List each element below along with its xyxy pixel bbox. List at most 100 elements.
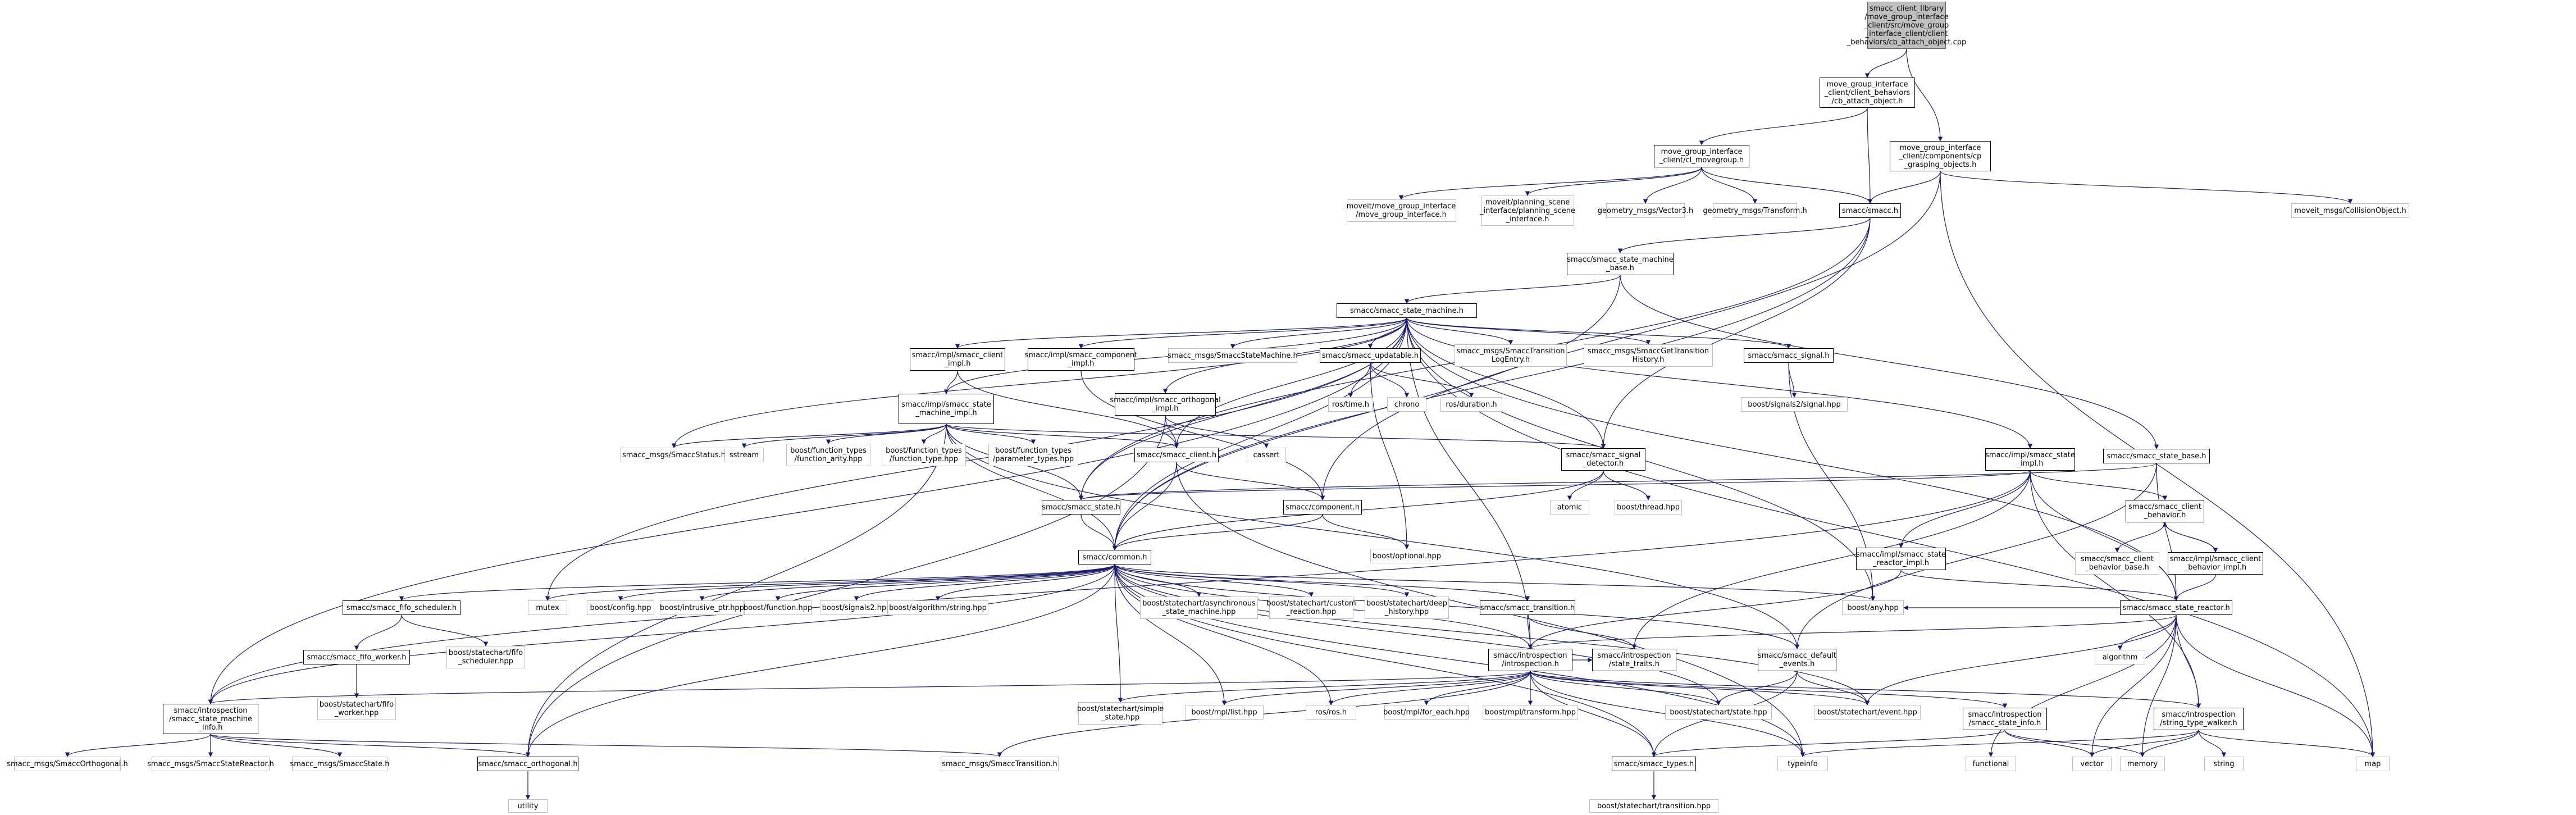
edge-smbase-to-common xyxy=(1112,275,1621,550)
node-reactorimpl[interactable]: smacc/impl/smacc_state _reactor_impl.h xyxy=(1856,548,1946,570)
node-utility: utility xyxy=(508,799,548,813)
edge-smintro-to-ortho xyxy=(210,734,530,757)
edge-orthoimpl-to-cassert xyxy=(1165,415,1269,448)
node-walker[interactable]: smacc/introspection /string_type_walker.… xyxy=(2154,708,2244,730)
node-defevents[interactable]: smacc/smacc_default _events.h xyxy=(1758,649,1836,671)
edge-smimpl-to-ortho xyxy=(525,424,947,757)
node-orthoimpl[interactable]: smacc/impl/smacc_orthogonal _impl.h xyxy=(1110,393,1221,416)
node-sm[interactable]: smacc/smacc_state_machine.h xyxy=(1337,303,1477,318)
node-sttraits[interactable]: smacc/introspection /state_traits.h xyxy=(1592,649,1676,671)
edge-fifosched-to-fifoworker xyxy=(354,614,402,650)
node-bsig2sig: boost/signals2/signal.hpp xyxy=(1741,397,1848,412)
edge-clmove-to-tf xyxy=(1701,167,1758,204)
edge-intro-to-rosh xyxy=(1328,671,1531,705)
edge-root-to-cbattach xyxy=(1864,48,1907,78)
edge-reactor-to-algorithm xyxy=(2117,614,2177,650)
node-bstate: boost/statechart/state.hpp xyxy=(1665,705,1772,720)
node-smimpl[interactable]: smacc/impl/smacc_state _machine_impl.h xyxy=(899,394,994,424)
node-smbase[interactable]: smacc/smacc_state_machine _base.h xyxy=(1567,253,1674,275)
edge-clmove-to-mgi xyxy=(1398,167,1702,200)
edge-intro-to-types xyxy=(1530,671,1657,757)
edge-clmove-to-psi xyxy=(1525,167,1702,196)
edge-cbattach-to-smacch xyxy=(1867,107,1873,204)
edge-intro-to-transmsg xyxy=(997,671,1531,757)
edge-reactor-to-walker xyxy=(2176,614,2201,708)
edge-common-to-bevent xyxy=(1114,564,1870,705)
node-common[interactable]: smacc/common.h xyxy=(1078,550,1151,564)
edge-cpgrasp-to-collobj xyxy=(1940,171,2353,204)
edge-common-to-bfunc xyxy=(775,564,1115,601)
node-bevent: boost/statechart/event.hpp xyxy=(1814,705,1921,720)
node-bforeach: boost/mpl/for_each.hpp xyxy=(1383,705,1470,720)
node-smintro[interactable]: smacc/introspection /smacc_state_machine… xyxy=(163,704,258,734)
edge-common-to-blist xyxy=(1114,564,1227,705)
node-clmove[interactable]: move_group_interface _client/cl_movegrou… xyxy=(1654,145,1749,167)
node-clbehimpl[interactable]: smacc/impl/smacc_client _behavior_impl.h xyxy=(2168,552,2263,575)
edge-smimpl-to-client xyxy=(946,424,1179,448)
node-functional: functional xyxy=(1966,757,2016,771)
edge-sm-to-gettrans xyxy=(1406,317,1651,345)
node-bfifoworker: boost/statechart/fifo _worker.hpp xyxy=(317,698,396,720)
node-transition[interactable]: smacc/smacc_transition.h xyxy=(1480,600,1575,615)
node-cbattach[interactable]: move_group_interface _client/client_beha… xyxy=(1820,78,1915,108)
node-smacch[interactable]: smacc/smacc.h xyxy=(1839,203,1901,218)
node-atomic: atomic xyxy=(1550,500,1589,515)
node-bthread: boost/thread.hpp xyxy=(1615,500,1682,515)
edge-stateimpl-to-walker xyxy=(2030,470,2201,708)
edge-orthoimpl-to-ortho xyxy=(525,415,1166,757)
edge-defevents-to-bevent xyxy=(1797,671,1870,705)
node-tf: geometry_msgs/Transform.h xyxy=(1703,203,1807,218)
node-updatable[interactable]: smacc/smacc_updatable.h xyxy=(1320,348,1421,363)
node-stinfo[interactable]: smacc/introspection /smacc_state_info.h xyxy=(1963,708,2047,730)
node-transmsg: smacc_msgs/SmaccTransition.h xyxy=(941,757,1059,771)
node-stateimpl[interactable]: smacc/impl/smacc_state _impl.h xyxy=(1985,448,2075,471)
node-blist: boost/mpl/list.hpp xyxy=(1185,705,1264,720)
node-ptypes: boost/function_types /parameter_types.hp… xyxy=(988,444,1078,466)
edge-compimpl-to-component xyxy=(1080,370,1325,500)
node-fifoworker[interactable]: smacc/smacc_fifo_worker.h xyxy=(303,650,410,664)
edge-updatable-to-rostime xyxy=(1348,362,1371,398)
node-rosh: ros/ros.h xyxy=(1306,705,1356,720)
node-signal[interactable]: smacc/smacc_signal.h xyxy=(1744,348,1834,363)
node-sigdet[interactable]: smacc/smacc_signal _detector.h xyxy=(1561,448,1645,471)
node-mutex: mutex xyxy=(528,600,567,615)
edge-stateimpl-to-state xyxy=(1079,470,2031,500)
node-intro[interactable]: smacc/introspection /introspection.h xyxy=(1488,649,1572,671)
node-clientimpl[interactable]: smacc/impl/smacc_client _impl.h xyxy=(910,348,1005,371)
edge-clmove-to-vec3 xyxy=(1643,167,1702,204)
edge-component-to-common xyxy=(1112,514,1323,550)
node-state[interactable]: smacc/smacc_state.h xyxy=(1042,500,1120,515)
node-psi: moveit/planning_scene _interface/plannin… xyxy=(1480,195,1575,226)
node-types[interactable]: smacc/smacc_types.h xyxy=(1612,757,1696,771)
edge-smimpl-to-sigdet xyxy=(946,424,1606,449)
edge-clbeh-to-clbehbase xyxy=(2114,522,2165,553)
edge-walker-to-typeinfo xyxy=(1800,730,2199,757)
node-root[interactable]: smacc_client_library /move_group_interfa… xyxy=(1847,2,1966,49)
node-cpgrasp[interactable]: move_group_interface _client/components/… xyxy=(1890,141,1991,171)
edge-smintro-to-orthomsg xyxy=(65,734,211,757)
node-compimpl[interactable]: smacc/impl/smacc_component _impl.h xyxy=(1025,348,1137,371)
node-fifosched[interactable]: smacc/smacc_fifo_scheduler.h xyxy=(343,600,461,615)
node-btransform: boost/mpl/transform.hpp xyxy=(1483,705,1578,720)
edge-smimpl-to-ptypes xyxy=(946,424,1036,444)
edge-smbase-to-sm xyxy=(1404,275,1621,304)
edge-intro-to-bforeach xyxy=(1424,671,1531,705)
edge-intro-to-bsimple xyxy=(1118,671,1531,703)
node-statebase[interactable]: smacc/smacc_state_base.h xyxy=(2103,449,2210,463)
edge-reactor-to-memory xyxy=(2140,614,2177,757)
edge-sm-to-reactor xyxy=(1406,317,2179,601)
edge-smimpl-to-defevents xyxy=(946,424,1800,649)
node-reactor[interactable]: smacc/smacc_state_reactor.h xyxy=(2120,600,2232,615)
node-clbeh[interactable]: smacc/smacc_client _behavior.h xyxy=(2126,500,2204,522)
node-client[interactable]: smacc/smacc_client.h xyxy=(1134,448,1219,462)
node-ortho[interactable]: smacc/smacc_orthogonal.h xyxy=(477,757,578,771)
edge-orthoimpl-to-client xyxy=(1165,415,1179,448)
edge-common-to-bsimple xyxy=(1114,564,1123,703)
node-vec3: geometry_msgs/Vector3.h xyxy=(1598,203,1693,218)
edge-sm-to-mutex xyxy=(545,317,1407,601)
edge-client-to-component xyxy=(1176,462,1325,500)
edge-stateimpl-to-reactorimpl xyxy=(1898,470,2031,548)
node-component[interactable]: smacc/component.h xyxy=(1283,500,1362,515)
edge-cbattach-to-clmove xyxy=(1699,107,1868,145)
edge-sigdet-to-bthread xyxy=(1603,470,1651,500)
